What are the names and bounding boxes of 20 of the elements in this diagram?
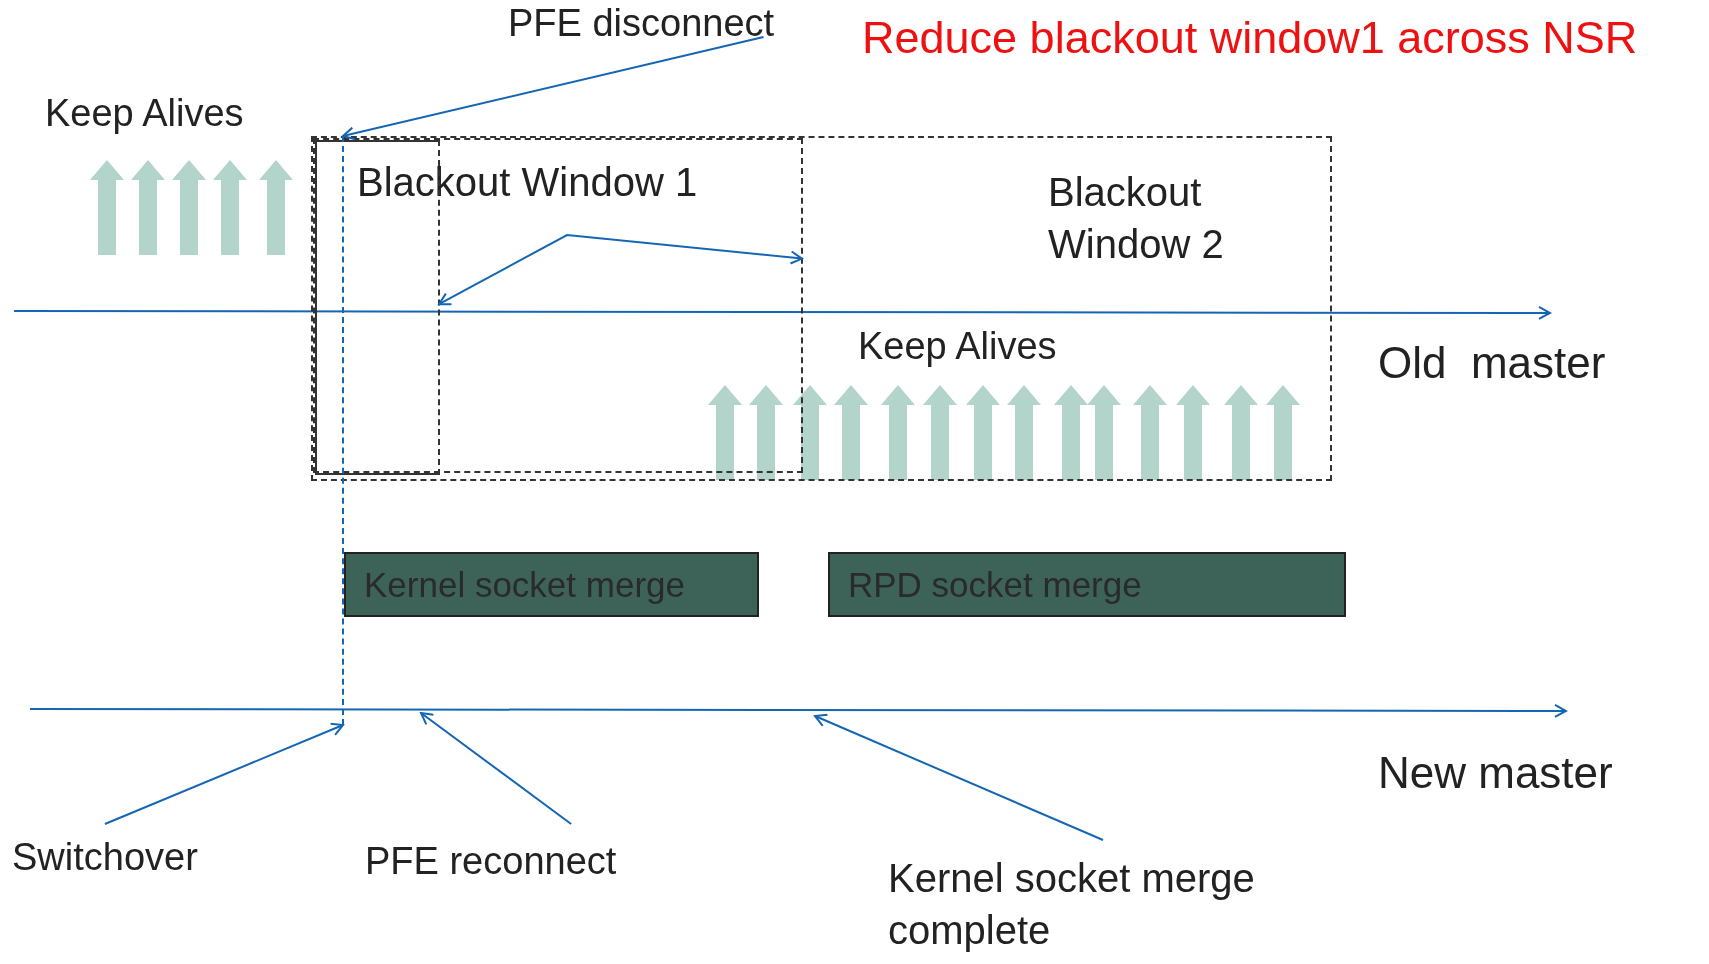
event-label: Switchover [12, 836, 198, 879]
leader-line [814, 713, 1104, 841]
span-arrow [438, 233, 803, 306]
process-bar: Kernel socket merge [344, 552, 759, 617]
window-label: Blackout Window 1 [357, 160, 699, 205]
dashed-window-box [311, 136, 1332, 481]
keep-alives-label: Keep Alives [858, 325, 1057, 368]
window-label: Blackout Window 2 [1048, 169, 1225, 268]
dashed-window-box [313, 138, 803, 473]
leader-line [342, 36, 765, 141]
leader-line [420, 712, 573, 825]
keep-alives-label: Keep Alives [45, 92, 244, 135]
process-bar: RPD socket merge [828, 552, 1346, 617]
timeline-label: New master [1378, 748, 1613, 798]
event-label: PFE reconnect [365, 840, 617, 883]
timeline-label: Old master [1378, 338, 1606, 388]
event-label: PFE disconnect [508, 2, 775, 45]
leader-line [103, 722, 344, 825]
event-label: Kernel socket merge complete [888, 852, 1318, 956]
title: Reduce blackout window1 across NSR [862, 12, 1638, 64]
